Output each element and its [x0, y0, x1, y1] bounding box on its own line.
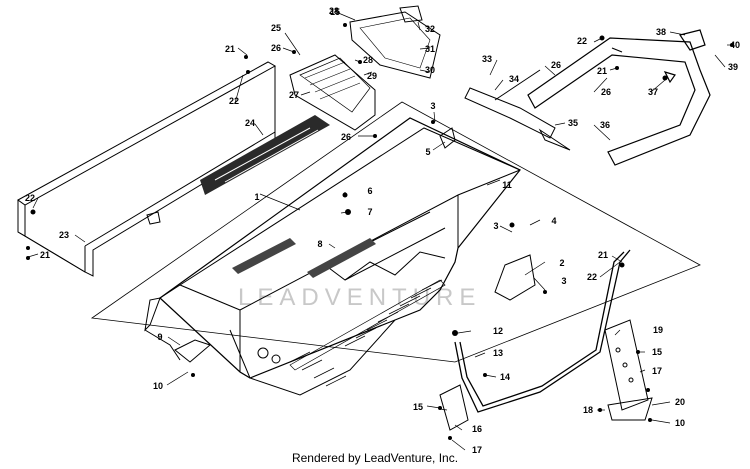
- callout-3: 3: [430, 101, 435, 111]
- callout-36: 36: [600, 120, 610, 130]
- callout-19: 19: [653, 325, 663, 335]
- callout-15: 15: [413, 402, 423, 412]
- callout-3: 3: [561, 276, 566, 286]
- callout-10: 10: [675, 418, 685, 428]
- rear-rack-support: [464, 69, 571, 151]
- callout-31: 31: [425, 44, 435, 54]
- callout-11: 11: [502, 180, 512, 190]
- callout-15: 15: [652, 347, 662, 357]
- callout-10: 10: [153, 381, 163, 391]
- mount-bracket-lower: [439, 384, 469, 431]
- rear-bumper: [527, 29, 711, 166]
- callout-28: 28: [329, 6, 339, 16]
- callout-15: 15: [330, 7, 340, 17]
- callout-21: 21: [225, 44, 235, 54]
- callout-4: 4: [551, 216, 556, 226]
- tunnel-frame-outline: [90, 101, 701, 363]
- callout-33: 33: [482, 54, 492, 64]
- callout-37: 37: [648, 87, 658, 97]
- callout-2: 2: [559, 258, 564, 268]
- callout-23: 23: [59, 230, 69, 240]
- bumper-cap: [439, 127, 456, 149]
- callout-22: 22: [229, 96, 239, 106]
- callout-40: 40: [730, 40, 740, 50]
- callout-35: 35: [568, 118, 578, 128]
- fasteners: [26, 23, 734, 440]
- callouts: 1 2 3 3 3 4 5 6 7 8 9 10 10 11 12 13 14 …: [25, 6, 740, 455]
- callout-26: 26: [601, 87, 611, 97]
- callout-26: 26: [271, 43, 281, 53]
- chassis-tunnel: [144, 117, 521, 396]
- callout-3: 3: [493, 221, 498, 231]
- callout-21: 21: [40, 250, 50, 260]
- callout-22: 22: [577, 36, 587, 46]
- callout-17: 17: [652, 366, 662, 376]
- rear-storage-cover: [289, 54, 376, 131]
- callout-20: 20: [675, 397, 685, 407]
- callout-21: 21: [598, 250, 608, 260]
- step-plate-left: [174, 339, 211, 363]
- callout-1: 1: [254, 192, 259, 202]
- footrest-bracket: [604, 319, 649, 411]
- callout-14: 14: [500, 372, 510, 382]
- footer-credit: Rendered by LeadVenture, Inc.: [291, 451, 459, 465]
- callout-16: 16: [472, 424, 482, 434]
- callout-9: 9: [157, 332, 162, 342]
- callout-38: 38: [656, 27, 666, 37]
- footrest-pad: [607, 397, 653, 421]
- callout-32: 32: [425, 24, 435, 34]
- callout-18: 18: [583, 405, 593, 415]
- watermark-text: LEADVENTURE: [238, 284, 481, 311]
- side-graphic-decal: [200, 115, 330, 195]
- callout-26: 26: [551, 60, 561, 70]
- callout-27: 27: [289, 90, 299, 100]
- callout-34: 34: [509, 74, 519, 84]
- callout-22: 22: [25, 193, 35, 203]
- decal-right: [307, 238, 376, 278]
- decal-left: [232, 238, 296, 274]
- callout-17: 17: [472, 445, 482, 455]
- callout-7: 7: [367, 207, 372, 217]
- callout-25: 25: [271, 23, 281, 33]
- callout-24: 24: [245, 118, 255, 128]
- tunnel-bracing: [324, 211, 446, 281]
- callout-5: 5: [425, 147, 430, 157]
- callout-21: 21: [597, 66, 607, 76]
- callout-39: 39: [728, 62, 738, 72]
- heat-exchanger-louvers: [289, 279, 446, 387]
- callout-8: 8: [317, 239, 322, 249]
- callout-22: 22: [587, 272, 597, 282]
- callout-29: 29: [367, 71, 377, 81]
- rear-bracket-assembly: [349, 5, 441, 79]
- callout-28: 28: [363, 55, 373, 65]
- callout-13: 13: [493, 348, 503, 358]
- step-plate-center: [494, 254, 536, 301]
- callout-26: 26: [341, 132, 351, 142]
- callout-12: 12: [493, 326, 503, 336]
- callout-6: 6: [367, 186, 372, 196]
- leader-lines: [27, 11, 732, 451]
- callout-30: 30: [425, 65, 435, 75]
